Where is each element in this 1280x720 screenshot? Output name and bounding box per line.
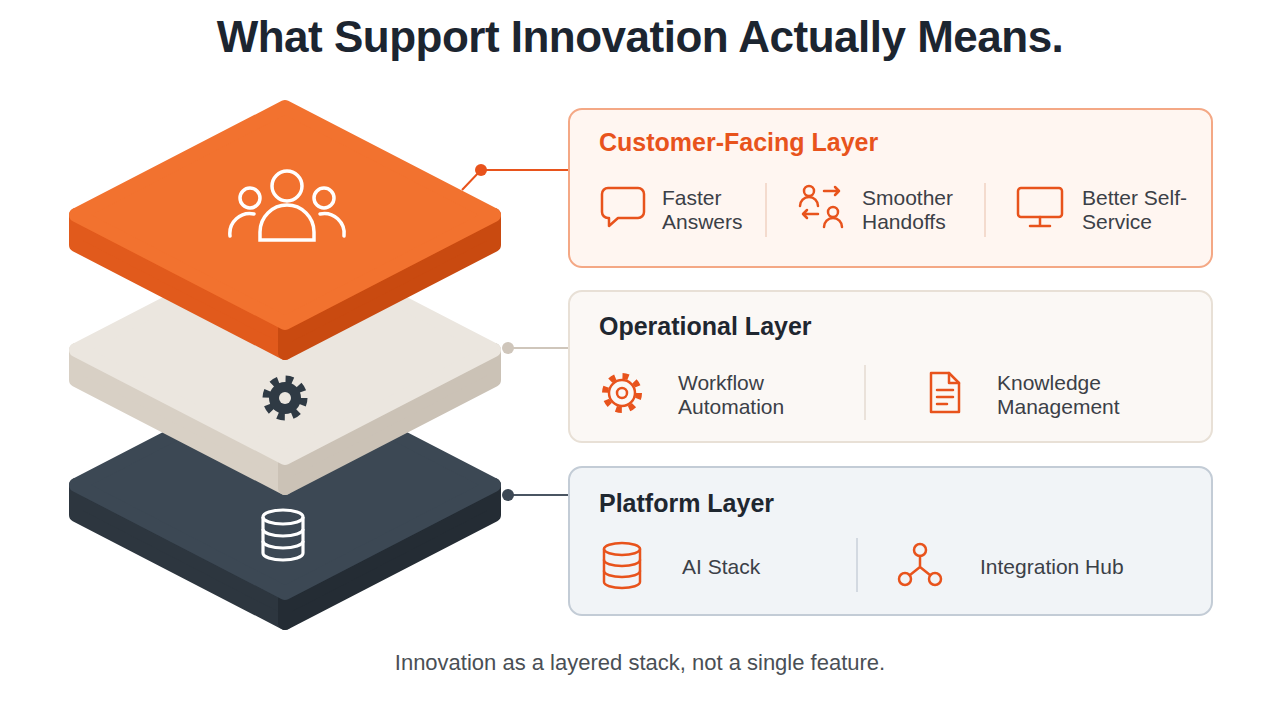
operational-slab: [76, 242, 494, 488]
feature-label: Faster Answers: [662, 186, 757, 234]
icon-part: [272, 171, 302, 201]
diagram-title: What Support Innovation Actually Means.: [0, 12, 1280, 62]
layer-heading: Platform Layer: [599, 488, 1159, 518]
icon-part: [260, 205, 314, 240]
feature-label: Knowledge Management: [997, 371, 1142, 419]
icon-part: [320, 214, 344, 236]
icon-part: [240, 188, 260, 208]
leader-line: [508, 347, 568, 349]
gear-hole: [279, 392, 291, 404]
slab-side: [285, 350, 494, 488]
feature-label: Better Self-Service: [1082, 186, 1212, 234]
slab-side: [76, 215, 285, 353]
platform-slab: [76, 377, 494, 623]
gear-teeth: [267, 380, 303, 416]
feature-label: Integration Hub: [980, 555, 1190, 579]
gear-body: [269, 382, 301, 414]
layer-heading: Customer-Facing Layer: [599, 127, 1159, 157]
gear-icon: [267, 380, 303, 416]
slab-top: [76, 377, 494, 593]
slab-side: [285, 485, 494, 623]
feature-label: Workflow Automation: [678, 371, 803, 419]
layer-panel: Customer-Facing LayerFaster Answers Smoot…: [568, 108, 1213, 268]
layer-heading: Operational Layer: [599, 311, 1159, 341]
slab-side: [76, 350, 285, 488]
customer-slab: [76, 107, 494, 353]
leader-dot: [502, 342, 514, 354]
leader-line: [508, 494, 568, 496]
icon-part: [314, 188, 334, 208]
feature-label: Smoother Handoffs: [862, 186, 967, 234]
icon-part: [263, 510, 303, 524]
leader-line: [462, 170, 568, 190]
icon-part: [263, 529, 303, 536]
slab-side: [285, 215, 494, 353]
leader-dot: [475, 164, 487, 176]
leader-dot: [502, 489, 514, 501]
feature-label: AI Stack: [682, 555, 842, 579]
icon-part: [263, 517, 303, 560]
slab-top: [76, 242, 494, 458]
layer-panel: Operational LayerWorkflow Automation Know…: [568, 290, 1213, 443]
diagram-caption: Innovation as a layered stack, not a sin…: [0, 650, 1280, 676]
icon-part: [230, 214, 254, 236]
icon-part: [263, 541, 303, 548]
database-icon: [263, 510, 303, 560]
leader-lines: [462, 164, 568, 501]
slab-side: [76, 485, 285, 623]
slab-top: [76, 107, 494, 323]
layer-panel: Platform Layer AI Stack Integration Hub: [568, 466, 1213, 616]
people-icon: [230, 171, 344, 240]
